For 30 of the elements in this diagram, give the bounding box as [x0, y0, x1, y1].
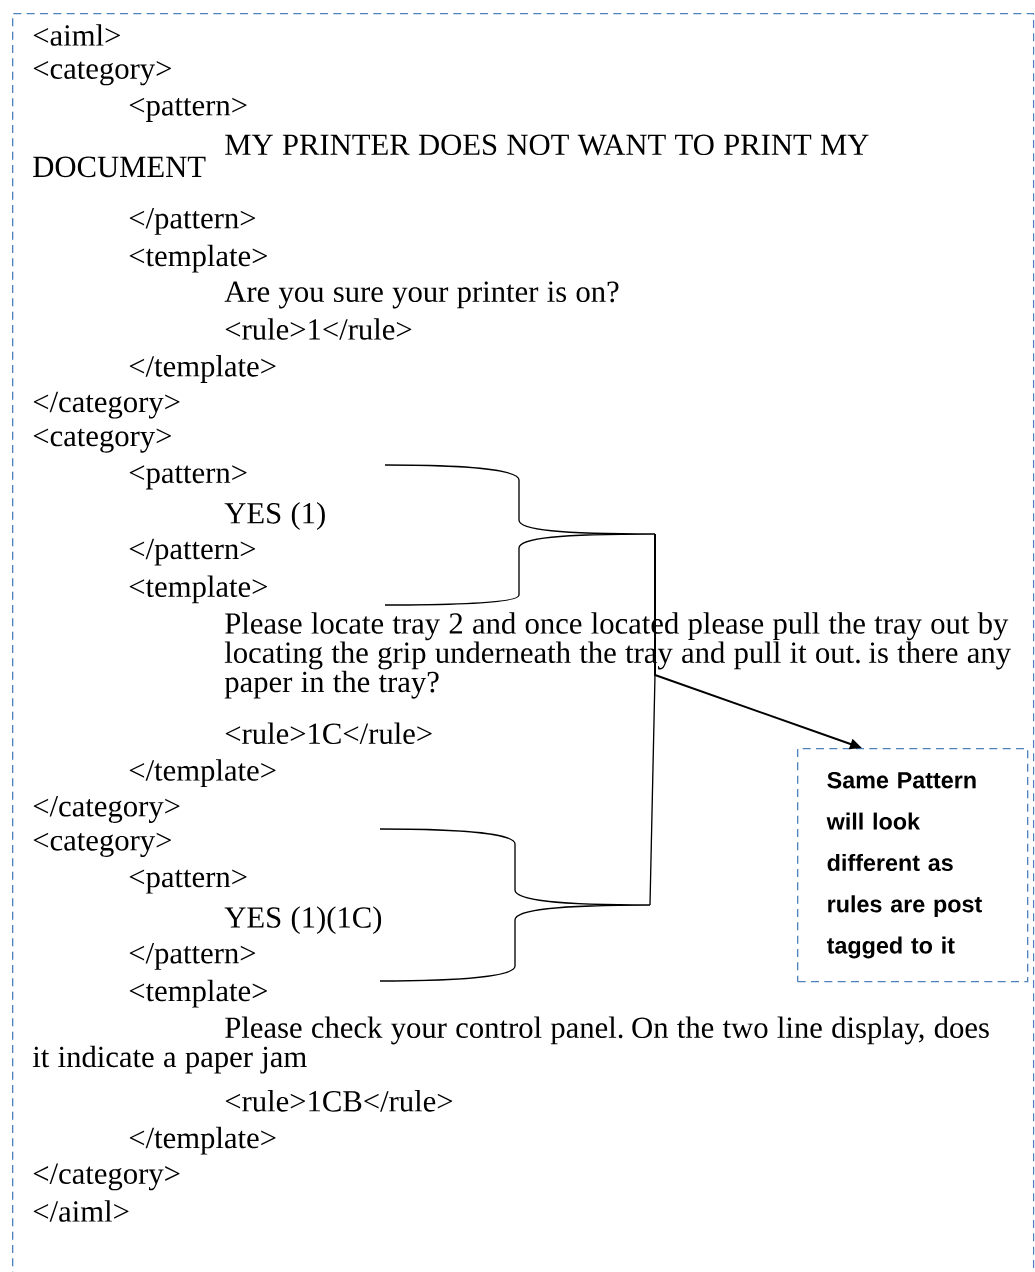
code-line: <pattern> [129, 465, 247, 490]
code-line: MY PRINTER DOES NOT WANT TO PRINT MY DOCUMENT [33, 134, 869, 178]
code-line: <rule>1CB</rule> [225, 1090, 453, 1112]
code-line: </category> [33, 391, 180, 419]
brace-drawing [384, 464, 656, 606]
code-line: </category> [33, 1163, 180, 1191]
callout-box: Same Pattern will look different as rules are post tagged to it [797, 748, 1029, 983]
code-line: YES (1)(1C) [224, 906, 382, 935]
code-line: </pattern> [129, 943, 256, 970]
code-line: <rule>1</rule> [225, 318, 412, 340]
code-line: Are you sure your printer is on? [224, 281, 619, 309]
code-line: </template> [129, 1126, 276, 1155]
code-line: YES (1) [224, 502, 325, 530]
code-line: <category> [33, 428, 171, 453]
code-line: <pattern> [129, 869, 247, 894]
code-line: </category> [33, 796, 180, 823]
code-line: <template> [129, 244, 267, 273]
code-line: </aiml> [33, 1200, 129, 1222]
code-line: </pattern> [129, 208, 256, 235]
code-line: </template> [129, 355, 276, 383]
code-line: <category> [33, 61, 171, 86]
code-line: <aiml> [33, 24, 120, 46]
code-line: <pattern> [129, 97, 247, 122]
code-line: </template> [129, 759, 276, 788]
code-line: <rule>1C</rule> [225, 722, 432, 745]
code-line: <template> [129, 979, 267, 1008]
code-line: Please check your control panel. On the two line display, does it indicate a paper jam [32, 1016, 989, 1074]
code-line: </pattern> [129, 538, 256, 566]
code-line: <template> [129, 575, 267, 604]
code-line: <category> [33, 832, 171, 857]
